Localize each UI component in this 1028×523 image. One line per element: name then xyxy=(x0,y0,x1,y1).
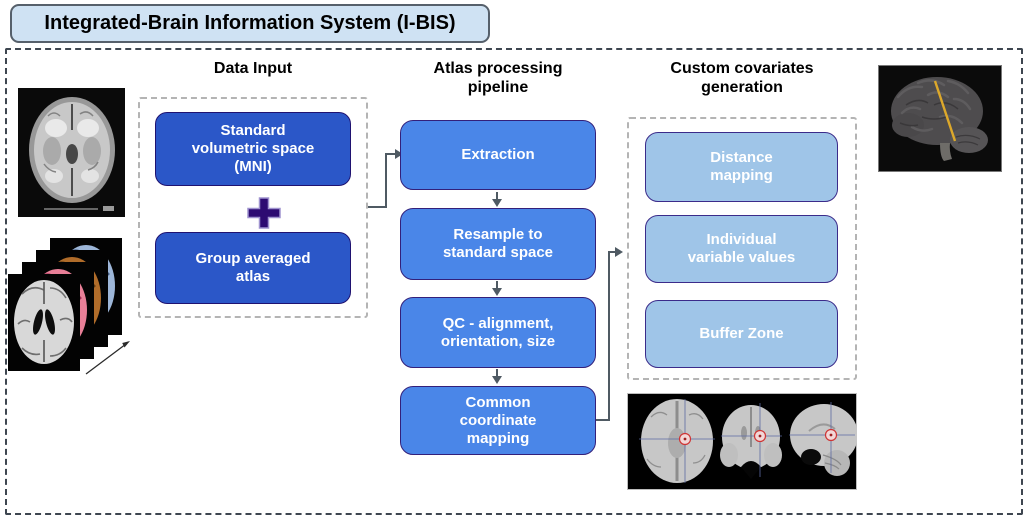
individual-variable-values-node: Individual variable values xyxy=(645,215,838,283)
trajectory-line xyxy=(933,80,957,142)
pipeline-heading: Atlas processing pipeline xyxy=(433,60,563,96)
group-averaged-atlas-node: Group averaged atlas xyxy=(155,232,351,304)
extraction-node: Extraction xyxy=(400,120,596,190)
axial-view xyxy=(641,399,713,483)
buffer-zone-node: Buffer Zone xyxy=(645,300,838,368)
triple-view-image xyxy=(627,393,857,490)
data-input-heading: Data Input xyxy=(213,60,293,77)
covariates-group-frame xyxy=(627,117,857,380)
stack-axis-arrow xyxy=(85,341,130,375)
page-title: Integrated-Brain Information System (I-B… xyxy=(44,12,456,34)
resample-node: Resample to standard space xyxy=(400,208,596,280)
common-coordinate-mapping-node: Common coordinate mapping xyxy=(400,386,596,455)
coronal-view xyxy=(720,405,782,479)
qc-node: QC - alignment, orientation, size xyxy=(400,297,596,368)
covariates-heading: Custom covariates generation xyxy=(670,60,814,96)
axial-mri-image xyxy=(18,88,125,217)
distance-mapping-node: Distance mapping xyxy=(645,132,838,202)
data-input-group-frame xyxy=(138,97,368,318)
target-markers xyxy=(678,428,838,446)
plus-icon xyxy=(247,197,281,229)
standard-volumetric-space-node: Standard volumetric space (MNI) xyxy=(155,112,351,186)
title-banner: Integrated-Brain Information System (I-B… xyxy=(10,4,490,43)
atlas-slice-gray xyxy=(8,274,80,371)
diagram-outer-frame xyxy=(5,48,1023,515)
atlas-stack-image xyxy=(8,238,130,375)
brain-3d-image xyxy=(878,65,1002,172)
